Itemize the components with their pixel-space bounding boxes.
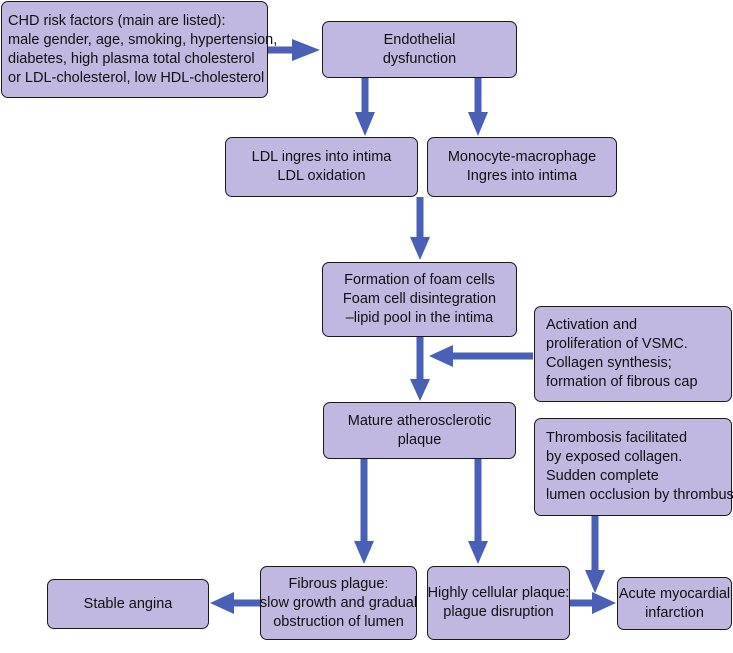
monocyte-line-2: Ingres into intima bbox=[466, 168, 578, 184]
endothelial-line-2: dysfunction bbox=[382, 50, 457, 67]
cellular-plaque-line-2: plague disruption bbox=[443, 604, 554, 620]
arrow-fibrous-plaque-to-stable-angina bbox=[210, 592, 260, 614]
stable-angina-label: Stable angina bbox=[83, 595, 173, 612]
thrombosis-line-2: by exposed collagen. bbox=[546, 449, 683, 465]
mature-plaque-box: Mature atherosclerotic plaque bbox=[323, 402, 516, 459]
mature-plaque-line-2: plaque bbox=[397, 431, 442, 448]
vsmc-line-1: Activation and bbox=[546, 317, 638, 333]
ldl-line-1: LDL ingres into intima bbox=[251, 149, 392, 165]
vsmc-line-2: proliferation of VSMC. bbox=[546, 336, 688, 352]
cellular-plaque-box: Highly cellular plaque: plague disruptio… bbox=[427, 566, 570, 640]
fibrous-plaque-box: Fibrous plague: slow growth and gradual … bbox=[260, 566, 417, 640]
ldl-ingress-box: LDL ingres into intima LDL oxidation bbox=[225, 137, 418, 197]
thrombosis-box: Thrombosis facilitated by exposed collag… bbox=[534, 418, 733, 516]
arrow-endothelial-to-monocyte bbox=[468, 78, 488, 136]
arrow-vsmc-to-pathway bbox=[429, 345, 533, 367]
vsmc-line-4: formation of fibrous cap bbox=[546, 374, 698, 390]
risk-factors-line-1: CHD risk factors (main are listed): bbox=[8, 12, 226, 29]
foam-cells-box: Formation of foam cells Foam cell disint… bbox=[322, 262, 517, 337]
foam-cells-line-1: Formation of foam cells bbox=[344, 272, 495, 288]
vsmc-line-3: Collagen synthesis; bbox=[546, 355, 672, 371]
fibrous-plaque-line-2: slow growth and gradual bbox=[259, 594, 418, 611]
fibrous-plaque-line-1: Fibrous plague: bbox=[288, 575, 389, 592]
risk-factors-line-4: or LDL-cholesterol, low HDL-cholesterol bbox=[8, 69, 265, 86]
mature-plaque-line-1: Mature atherosclerotic bbox=[347, 412, 492, 429]
cellular-plaque-line-1: Highly cellular plaque: bbox=[427, 585, 570, 601]
arrow-endothelial-to-ldl bbox=[355, 78, 375, 136]
arrow-ldl-to-foam-cells bbox=[410, 197, 430, 260]
thrombosis-line-1: Thrombosis facilitated bbox=[546, 430, 688, 446]
mi-line-2: infarction bbox=[645, 604, 704, 621]
monocyte-line-1: Monocyte-macrophage bbox=[447, 149, 597, 165]
foam-cells-line-3: –lipid pool in the intima bbox=[345, 310, 494, 326]
arrow-foam-cells-to-mature-plaque bbox=[410, 337, 430, 401]
ldl-line-2: LDL oxidation bbox=[277, 168, 366, 184]
risk-factors-line-3: diabetes, high plasma total cholesterol bbox=[8, 50, 255, 67]
arrow-risk-factors-to-endothelial bbox=[268, 39, 320, 61]
foam-cells-line-2: Foam cell disintegration bbox=[342, 291, 497, 307]
endothelial-dysfunction-box: Endothelial dysfunction bbox=[322, 21, 517, 78]
endothelial-line-1: Endothelial bbox=[383, 31, 456, 48]
mi-line-1: Acute myocardial bbox=[618, 585, 731, 602]
arrow-cellular-plaque-to-mi bbox=[570, 592, 616, 614]
risk-factors-box: CHD risk factors (main are listed): male… bbox=[1, 1, 277, 98]
acute-mi-box: Acute myocardial infarction bbox=[617, 577, 732, 630]
arrow-thrombosis-to-mi bbox=[585, 516, 605, 593]
arrow-mature-plaque-to-cellular-plaque bbox=[468, 459, 488, 564]
vsmc-activation-box: Activation and proliferation of VSMC. Co… bbox=[534, 306, 732, 402]
thrombosis-line-3: Sudden complete bbox=[546, 468, 659, 484]
stable-angina-box: Stable angina bbox=[47, 579, 209, 629]
arrow-mature-plaque-to-fibrous-plaque bbox=[354, 459, 374, 564]
fibrous-plaque-line-3: obstruction of lumen bbox=[273, 613, 404, 630]
risk-factors-line-2: male gender, age, smoking, hypertension, bbox=[8, 31, 278, 48]
thrombosis-line-4: lumen occlusion by thrombus bbox=[546, 487, 733, 503]
monocyte-macrophage-box: Monocyte-macrophage Ingres into intima bbox=[427, 137, 617, 197]
